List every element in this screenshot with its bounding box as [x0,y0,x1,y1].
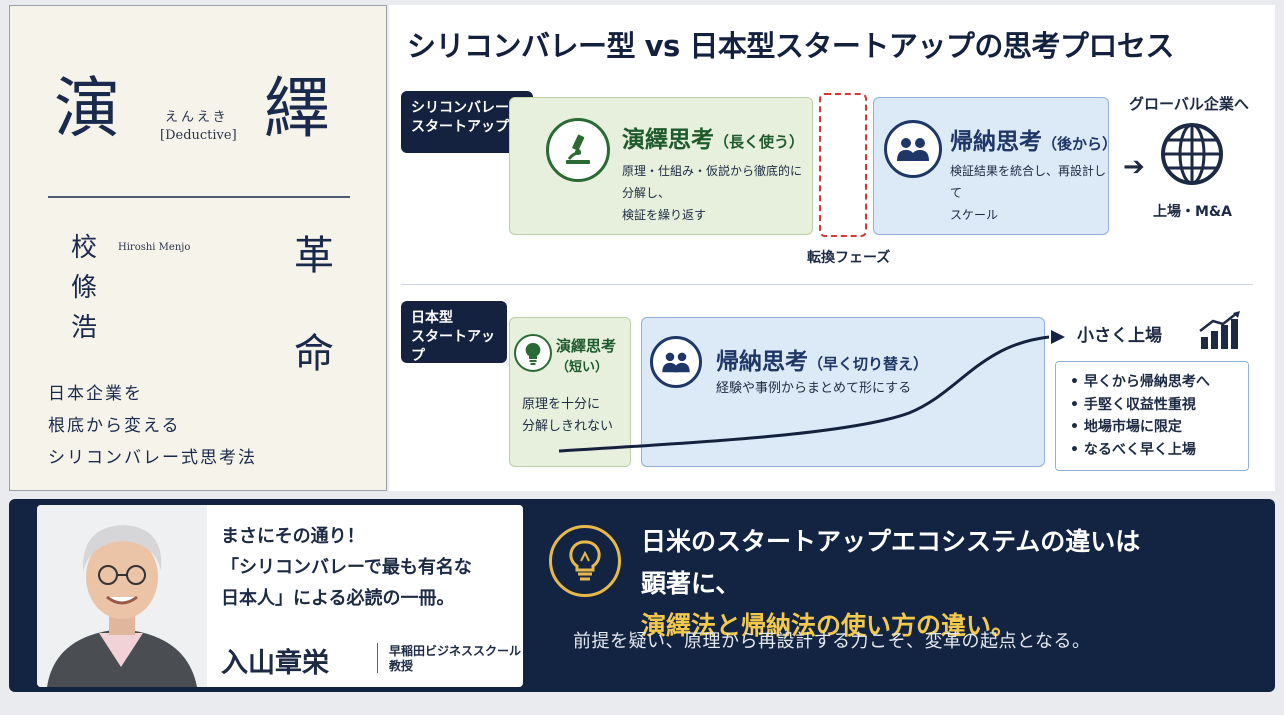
cover-side-char-1: 革 [294,233,334,279]
bar-chart-up-icon [1199,311,1240,349]
transition-phase-marker [819,93,867,237]
jp-deductive-box: 演繹思考（短い） 原理を十分に 分解しきれない [509,317,631,467]
jp-inductive-box: 帰納思考（早く切り替え） 経験や事例からまとめて形にする [641,317,1045,467]
jp-inductive-desc: 経験や事例からまとめて形にする [716,381,912,396]
cover-rule [48,196,350,198]
people-icon [650,336,702,388]
jp-deductive-title: 演繹思考（短い） [556,337,617,375]
global-goal-label: グローバル企業へ [1129,95,1249,113]
globe-icon [1161,123,1223,185]
cover-ruby: えんえき [165,110,229,125]
list-item: 早くから帰納思考へ [1070,371,1248,394]
author-char: 浩 [70,313,97,343]
endorser-name: 入山章栄 [221,648,329,679]
bottom-banner: まさにその通り！ 「シリコンバレーで最も有名な 日本人」による必読の一冊。 入山… [9,499,1275,692]
row-divider [401,284,1253,285]
sv-inductive-box: 帰納思考（後から） 検証結果を統合し、再設計して スケール [873,97,1117,235]
sv-deductive-title: 演繹思考（長く使う） [622,127,805,153]
book-cover: 演 繹 えんえき [Deductive] 校 條 浩 Hiroshi Menjo… [9,5,387,491]
cover-title-char-1: 演 [54,70,120,147]
cover-title-char-2: 繹 [264,70,330,147]
author-char: 條 [70,273,97,303]
list-item: 地場市場に限定 [1070,416,1248,439]
cover-author: 校 條 浩 [66,228,102,348]
endorsement-quote: まさにその通り！ 「シリコンバレーで最も有名な 日本人」による必読の一冊。 [221,526,472,609]
exit-label: 上場・M&A [1153,204,1232,220]
sv-deductive-box: 演繹思考（長く使う） 原理・仕組み・仮説から徹底的に分解し、 検証を繰り返す [509,97,813,235]
diagram-title: シリコンバレー型 vs 日本型スタートアップの思考プロセス [407,29,1174,63]
jp-characteristics-list: 早くから帰納思考へ 手堅く収益性重視 地場市場に限定 なるべく早く上場 [1055,361,1249,471]
endorsement-card: まさにその通り！ 「シリコンバレーで最も有名な 日本人」による必読の一冊。 入山… [37,505,523,687]
cover-tagline: 日本企業を 根底から変える シリコンバレー式思考法 [48,384,257,468]
sv-deductive-desc: 原理・仕組み・仮説から徹底的に分解し、 検証を繰り返す [622,164,803,222]
cover-deductive: [Deductive] [160,128,237,143]
tag-japan: 日本型 スタートアップ [401,301,507,364]
cover-side-char-2: 命 [294,331,334,377]
microscope-icon [546,118,610,182]
list-item: なるべく早く上場 [1070,439,1248,462]
endorser-affiliation: 早稲田ビジネススクール 教授 [389,644,522,673]
jp-inductive-title: 帰納思考（早く切り替え） [716,349,929,375]
small-ipo-label: 小さく上場 [1077,326,1162,346]
banner-headline: 日米のスタートアップエコシステムの違いは 顕著に、演繹法と帰納法の使い方の違い。 [641,527,1141,640]
process-diagram: シリコンバレー型 vs 日本型スタートアップの思考プロセス シリコンバレー型 ス… [389,5,1275,491]
author-char: 校 [70,233,97,263]
cover-author-romaji: Hiroshi Menjo [118,242,191,253]
list-item: 手堅く収益性重視 [1070,394,1248,417]
endorser-photo [37,505,207,687]
lightbulb-icon [549,525,621,597]
headline-highlight: 演繹法と帰納法の使い方の違い。 [641,611,1017,640]
sv-inductive-desc: 検証結果を統合し、再設計して スケール [950,164,1107,222]
name-separator [377,643,378,673]
growth-curve [558,330,1065,453]
sv-inductive-title: 帰納思考（後から） [950,129,1118,155]
jp-deductive-desc: 原理を十分に 分解しきれない [522,397,614,434]
banner-tagline: 前提を疑い、原理から再設計する力こそ、変革の起点となる。 [573,631,1091,652]
lightbulb-icon [514,334,552,372]
transition-phase-label: 転換フェーズ [807,250,891,266]
arrow-right-icon: ➔ [1123,152,1145,182]
people-icon [884,120,942,178]
